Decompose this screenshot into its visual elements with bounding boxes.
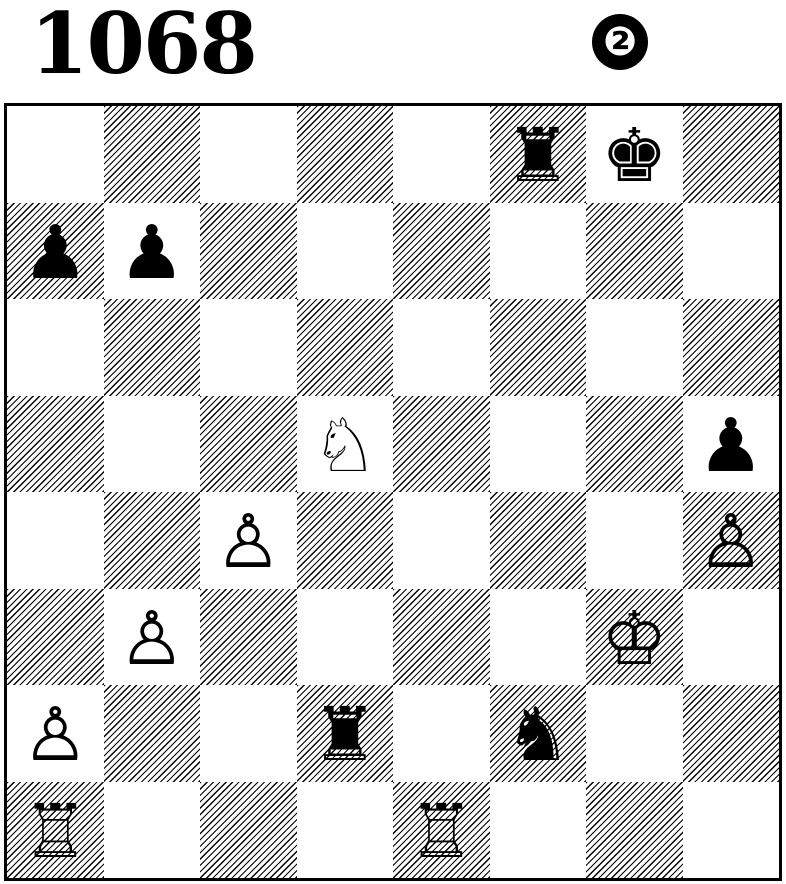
white-pawn-icon[interactable]: ♙ [697,499,764,586]
square-g4[interactable] [586,492,683,589]
square-e3[interactable] [393,588,490,685]
black-rook-icon[interactable]: ♜ [504,113,571,200]
white-rook-icon[interactable]: ♖ [22,788,89,875]
square-f8[interactable]: ♜ [489,106,586,203]
white-knight-icon[interactable]: ♘ [311,402,378,489]
square-g8[interactable]: ♚ [586,106,683,203]
square-g1[interactable] [586,781,683,878]
square-b1[interactable] [104,782,201,879]
square-b6[interactable] [103,299,200,396]
square-b7[interactable]: ♟ [104,203,201,300]
square-g2[interactable] [586,685,683,782]
square-b5[interactable] [104,396,201,493]
square-c2[interactable] [200,685,297,782]
black-rook-icon[interactable]: ♜ [311,692,378,779]
black-pawn-icon[interactable]: ♟ [118,209,185,296]
white-pawn-icon[interactable]: ♙ [118,595,185,682]
square-d7[interactable] [297,203,394,300]
square-c3[interactable] [200,588,297,685]
square-g7[interactable] [586,202,683,299]
square-d8[interactable] [296,106,393,203]
square-f7[interactable] [490,203,587,300]
square-b8[interactable] [103,106,200,203]
square-d5[interactable]: ♘ [297,396,394,493]
square-f5[interactable] [490,396,587,493]
square-g3[interactable]: ♔ [586,588,683,685]
square-a4[interactable] [7,492,104,589]
square-e4[interactable] [393,492,490,589]
square-a5[interactable] [7,395,104,492]
square-f3[interactable] [490,589,587,686]
square-g6[interactable] [586,299,683,396]
square-a8[interactable] [7,106,104,203]
square-h4[interactable]: ♙ [682,492,779,589]
square-c1[interactable] [200,781,297,878]
square-d4[interactable] [296,492,393,589]
square-d6[interactable] [296,299,393,396]
square-g5[interactable] [586,395,683,492]
black-knight-icon[interactable]: ♞ [504,692,571,779]
square-b4[interactable] [103,492,200,589]
square-a3[interactable] [7,588,104,685]
square-c4[interactable]: ♙ [200,492,297,589]
square-b2[interactable] [103,685,200,782]
square-e2[interactable] [393,685,490,782]
moves-to-play-badge: ❷ [592,14,648,70]
square-h3[interactable] [683,589,780,686]
square-a1[interactable]: ♖ [7,781,104,878]
square-h6[interactable] [682,299,779,396]
chess-board: ♜ ♚ ♟ ♟ ♘ ♟ ♙ ♙ ♙ ♔ ♙ ♜ ♞ ♖ ♖ [4,103,782,881]
white-king-icon[interactable]: ♔ [601,595,668,682]
white-pawn-icon[interactable]: ♙ [215,499,282,586]
square-c7[interactable] [200,202,297,299]
square-f2[interactable]: ♞ [489,685,586,782]
square-h1[interactable] [683,782,780,879]
square-c5[interactable] [200,395,297,492]
square-d3[interactable] [297,589,394,686]
square-a7[interactable]: ♟ [7,202,104,299]
square-e7[interactable] [393,202,490,299]
square-f1[interactable] [490,782,587,879]
problem-number: 1068 [30,0,258,93]
square-f4[interactable] [489,492,586,589]
square-e8[interactable] [393,106,490,203]
square-f6[interactable] [489,299,586,396]
white-rook-icon[interactable]: ♖ [408,788,475,875]
square-a6[interactable] [7,299,104,396]
square-e5[interactable] [393,395,490,492]
square-h2[interactable] [682,685,779,782]
square-h8[interactable] [682,106,779,203]
square-h5[interactable]: ♟ [683,396,780,493]
white-pawn-icon[interactable]: ♙ [22,692,89,779]
square-e1[interactable]: ♖ [393,781,490,878]
square-b3[interactable]: ♙ [104,589,201,686]
square-d2[interactable]: ♜ [296,685,393,782]
square-c8[interactable] [200,106,297,203]
square-c6[interactable] [200,299,297,396]
black-pawn-icon[interactable]: ♟ [697,402,764,489]
square-d1[interactable] [297,782,394,879]
square-e6[interactable] [393,299,490,396]
black-king-icon[interactable]: ♚ [601,113,668,200]
problem-header: 1068 ❷ [0,0,786,100]
square-h7[interactable] [683,203,780,300]
square-a2[interactable]: ♙ [7,685,104,782]
black-pawn-icon[interactable]: ♟ [22,209,89,296]
